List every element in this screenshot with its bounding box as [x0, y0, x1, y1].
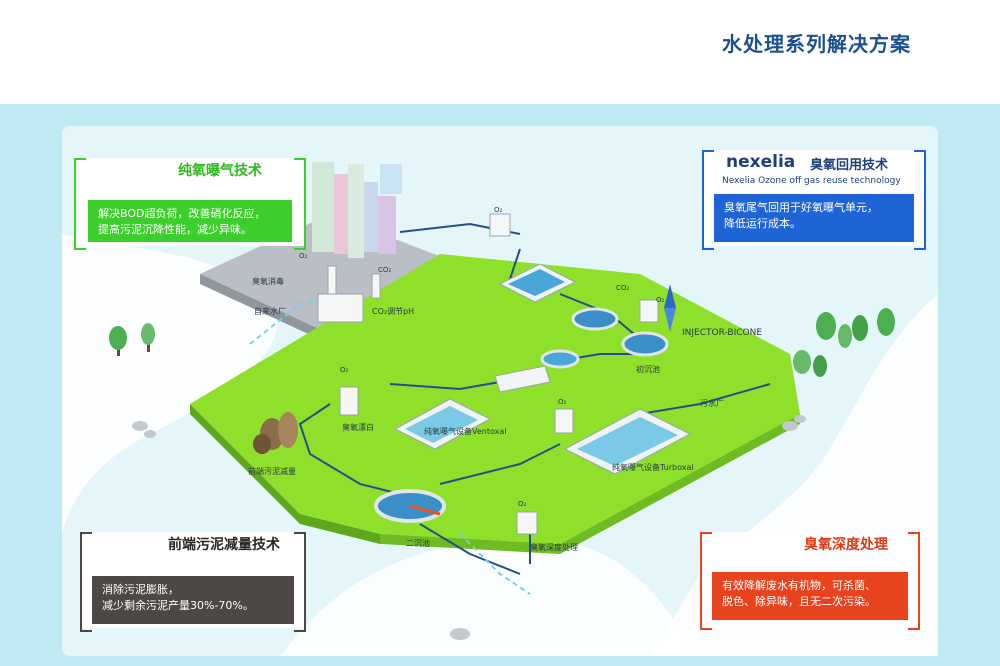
label-o2: O₂: [518, 500, 527, 508]
label-o2: O₂: [299, 252, 308, 260]
label-tap-water-plant: 自来水厂: [254, 307, 286, 316]
sludge-reduction-heading: 前端污泥减量技术: [168, 537, 280, 553]
sludge-reduction-description: 消除污泥膨胀， 减少剩余污泥产量30%-70%。: [92, 576, 294, 624]
label-o2: O₂: [494, 206, 503, 214]
ozone-reuse-line-1: 臭氧尾气回用于好氧曝气单元，: [724, 201, 878, 214]
ozone-reuse-subtitle: Nexelia Ozone off gas reuse technology: [722, 176, 901, 186]
label-co2: CO₂: [616, 284, 630, 292]
label-wastewater-plant: 污水厂: [700, 399, 724, 408]
aeration-basin-right: [563, 408, 692, 475]
label-o2: O₂: [558, 398, 567, 406]
label-turboxal: 纯氧曝气设备Turboxal: [612, 463, 694, 472]
callout-ozone-deep: 臭氧深度处理 有效降解废水有机物，可杀菌、 脱色、除异味，且无二次污染。: [700, 532, 920, 630]
pure-oxygen-heading: 纯氧曝气技术: [178, 163, 262, 179]
label-co2: CO₂: [378, 266, 392, 274]
green-land: [190, 254, 800, 544]
sludge-pile-icon: [253, 412, 298, 454]
sludge-reduction-line-1: 消除污泥膨胀，: [102, 583, 179, 596]
water-flow: [249, 293, 531, 595]
label-ozone-bleach: 臭氧漂白: [342, 423, 374, 432]
ozone-reuse-description: 臭氧尾气回用于好氧曝气单元， 降低运行成本。: [714, 194, 914, 242]
round-tank-1: [571, 307, 619, 331]
primary-clarifier: [621, 331, 669, 357]
ozone-reuse-line-2: 降低运行成本。: [724, 217, 801, 230]
label-o2: O₂: [340, 366, 349, 374]
label-injector: INJECTOR-BICONE: [682, 328, 763, 338]
ozone-deep-description: 有效降解废水有机物，可杀菌、 脱色、除异味，且无二次污染。: [712, 572, 908, 620]
river-left: [62, 234, 278, 534]
label-front-sludge: 前端污泥减量: [248, 467, 296, 476]
ozone-deep-heading: 臭氧深度处理: [804, 537, 888, 553]
plant-map: [62, 126, 938, 656]
pure-oxygen-line-1: 解决BOD超负荷，改善硝化反应，: [98, 207, 266, 220]
rocks: [132, 415, 806, 640]
label-ozone-deep-treat: 臭氧深度处理: [530, 543, 578, 552]
aeration-basin-left: [393, 398, 492, 450]
label-ventoxal: 纯氧曝气设备Ventoxal: [424, 427, 507, 436]
callout-pure-oxygen: 纯氧曝气技术 解决BOD超负荷，改善硝化反应， 提高污泥沉降性能，减少异味。: [74, 158, 306, 250]
building-1: [312, 162, 334, 252]
plant-building: [317, 293, 364, 323]
nexelia-logo: nexelia: [726, 152, 796, 172]
sludge-reduction-line-2: 减少剩余污泥产量30%-70%。: [102, 599, 254, 612]
ozone-reuse-heading: 臭氧回用技术: [810, 158, 889, 173]
label-ozone-disinfect: 臭氧消毒: [252, 277, 284, 286]
callout-sludge-reduction: 前端污泥减量技术 消除污泥膨胀， 减少剩余污泥产量30%-70%。: [80, 532, 306, 632]
ozone-deep-line-2: 脱色、除异味，且无二次污染。: [722, 595, 876, 608]
ozone-deep-line-1: 有效降解废水有机物，可杀菌、: [722, 579, 876, 592]
tree-group-left: [109, 323, 155, 356]
label-primary-clarifier: 初沉池: [636, 365, 660, 374]
round-tank-2: [540, 349, 580, 369]
callout-ozone-reuse: nexelia 臭氧回用技术 Nexelia Ozone off gas reu…: [702, 150, 926, 250]
label-o2: O₂: [656, 296, 665, 304]
page-title: 水处理系列解决方案: [722, 32, 911, 56]
pure-oxygen-line-2: 提高污泥沉降性能，减少异味。: [98, 223, 252, 236]
pure-oxygen-description: 解决BOD超负荷，改善硝化反应， 提高污泥沉降性能，减少异味。: [88, 200, 292, 242]
label-co2-ph: CO₂调节pH: [372, 307, 415, 316]
tree-group-right: [793, 308, 895, 377]
bicone-icon: [664, 284, 676, 308]
label-secondary-clarifier: 二沉池: [406, 539, 430, 548]
ozone-bleach-unit: [494, 365, 551, 393]
river-bottom: [280, 536, 690, 656]
